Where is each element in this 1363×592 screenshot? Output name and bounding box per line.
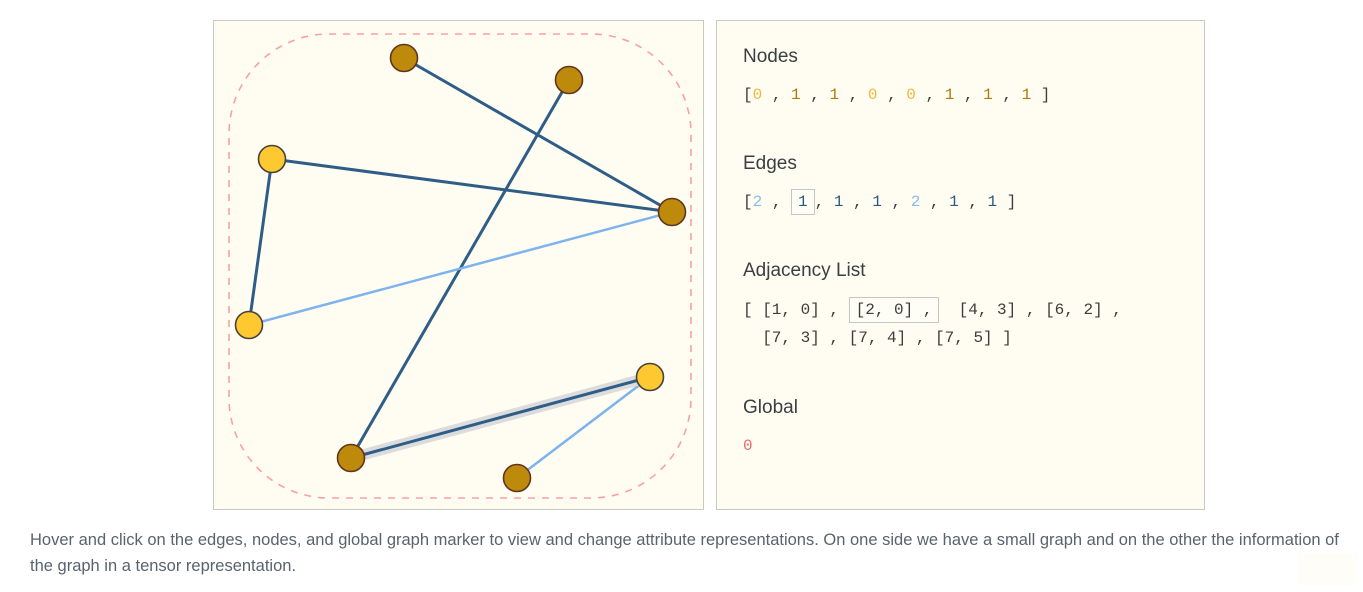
edges-tensor-row: [2 , 1, 1 , 1 , 2 , 1 , 1 ] — [743, 189, 1186, 215]
edge-value[interactable]: 2 — [910, 193, 921, 211]
graph-panel — [213, 20, 704, 510]
graph-edge-2-0[interactable] — [350, 375, 651, 460]
edges-heading: Edges — [743, 153, 797, 174]
separator: ] — [1031, 86, 1051, 104]
graph-canvas — [228, 33, 692, 499]
separator: , — [915, 86, 945, 104]
figure-caption: Hover and click on the edges, nodes, and… — [30, 531, 1339, 575]
node-value[interactable]: 0 — [752, 86, 763, 104]
open-bracket: [ — [743, 86, 753, 104]
graph-node-2[interactable] — [336, 443, 366, 473]
graph-edge-7-5[interactable] — [403, 56, 673, 214]
adjacency-line-1: [ [1, 0] , [2, 0] , [4, 3] , [6, 2] , — [743, 296, 1186, 324]
separator: , — [839, 86, 868, 104]
separator: , — [819, 301, 849, 319]
graph-edge-7-3[interactable] — [248, 210, 673, 327]
graph-node-1[interactable] — [502, 463, 532, 493]
separator: , — [762, 86, 792, 104]
edge-value[interactable]: 2 — [752, 193, 763, 211]
edge-value[interactable]: 1 — [791, 189, 815, 215]
open-bracket: [ — [743, 301, 763, 319]
node-value[interactable]: 1 — [983, 86, 993, 104]
edge-value[interactable]: 1 — [872, 193, 882, 211]
separator: , — [877, 86, 907, 104]
adjacency-pair[interactable]: [7, 4] — [848, 329, 907, 347]
bottom-right-faint-box — [1298, 553, 1357, 585]
graph-edge-7-4[interactable] — [271, 157, 673, 214]
global-heading: Global — [743, 397, 798, 418]
separator: , — [1102, 301, 1132, 319]
adjacency-pair[interactable]: [7, 3] — [762, 329, 820, 347]
edge-value[interactable]: 1 — [833, 193, 844, 211]
separator: , — [992, 86, 1022, 104]
graph-node-0[interactable] — [635, 362, 665, 392]
adjacency-pair[interactable]: [7, 5] — [935, 329, 993, 347]
graph-edge-4-3[interactable] — [247, 158, 274, 326]
separator: , — [819, 329, 849, 347]
global-value[interactable]: 0 — [743, 437, 753, 455]
separator: , — [881, 193, 911, 211]
separator — [939, 301, 958, 319]
adjacency-list: [ [1, 0] , [2, 0] , [4, 3] , [6, 2] , [7… — [743, 296, 1186, 352]
tensor-panel: Nodes [0 , 1 , 1 , 0 , 0 , 1 , 1 , 1 ] E… — [716, 20, 1205, 510]
separator: ] — [997, 193, 1017, 211]
node-value[interactable]: 0 — [906, 86, 916, 104]
graph-node-6[interactable] — [554, 65, 584, 95]
graph-node-7[interactable] — [657, 197, 687, 227]
separator: , — [814, 193, 834, 211]
node-value[interactable]: 1 — [791, 86, 801, 104]
open-bracket: [ — [743, 193, 753, 211]
indent — [743, 329, 762, 347]
node-value[interactable]: 1 — [944, 86, 955, 104]
adjacency-heading: Adjacency List — [743, 260, 866, 281]
separator: , — [958, 193, 988, 211]
adjacency-pair[interactable]: [1, 0] — [762, 301, 820, 319]
node-value[interactable]: 0 — [867, 86, 878, 104]
graph-node-4[interactable] — [257, 144, 287, 174]
separator: , — [843, 193, 873, 211]
graph-node-5[interactable] — [389, 43, 419, 73]
adjacency-pair[interactable]: [6, 2] — [1045, 301, 1103, 319]
graph-edge-1-0[interactable] — [516, 376, 651, 479]
global-section: Global 0 — [743, 396, 1186, 459]
separator: , — [800, 86, 830, 104]
separator: , — [954, 86, 984, 104]
nodes-tensor-row: [0 , 1 , 1 , 0 , 0 , 1 , 1 , 1 ] — [743, 82, 1186, 108]
selected-adjacency-pair[interactable]: [2, 0] , — [848, 297, 940, 323]
node-value[interactable]: 1 — [1021, 86, 1032, 104]
graph-node-3[interactable] — [234, 310, 264, 340]
separator: , — [762, 193, 792, 211]
nodes-heading: Nodes — [743, 46, 798, 67]
adjacency-pair[interactable]: [4, 3] — [958, 301, 1017, 319]
separator: , — [920, 193, 950, 211]
edge-value[interactable]: 1 — [987, 193, 998, 211]
edge-value[interactable]: 1 — [949, 193, 959, 211]
separator: , — [906, 329, 936, 347]
separator: , — [1016, 301, 1046, 319]
edges-section: Edges [2 , 1, 1 , 1 , 2 , 1 , 1 ] — [743, 152, 1186, 215]
separator: ] — [992, 329, 1012, 347]
adjacency-line-2: [7, 3] , [7, 4] , [7, 5] ] — [743, 324, 1186, 352]
node-value[interactable]: 1 — [829, 86, 840, 104]
adjacency-section: Adjacency List [ [1, 0] , [2, 0] , [4, 3… — [743, 259, 1186, 352]
nodes-section: Nodes [0 , 1 , 1 , 0 , 0 , 1 , 1 , 1 ] — [743, 45, 1186, 108]
global-graph-marker[interactable] — [228, 33, 692, 499]
